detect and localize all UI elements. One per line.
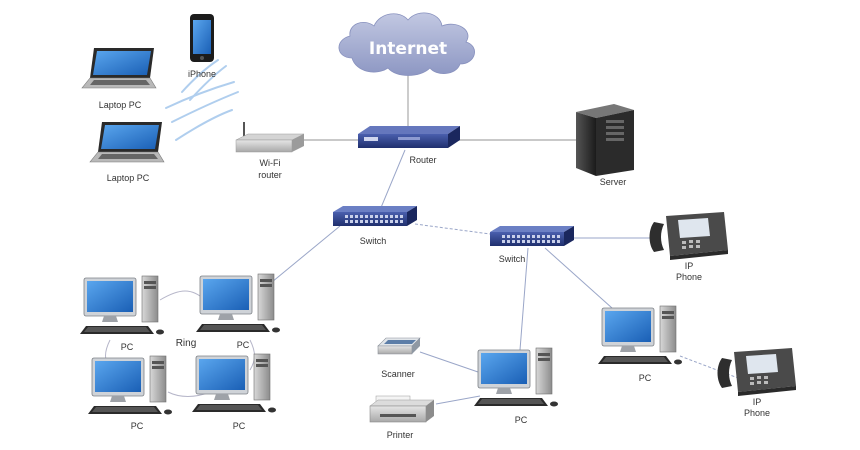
server	[576, 104, 634, 176]
internet-label: Internet	[369, 39, 447, 59]
desktop-pc-icon	[195, 273, 281, 333]
printer	[369, 395, 435, 423]
desktop-pc-icon	[79, 275, 165, 335]
scanner-label: Scanner	[381, 369, 415, 379]
pc-6-label: PC	[639, 373, 652, 383]
desktop-pc-icon	[473, 347, 559, 407]
ip-phone-1-label-line2: Phone	[676, 272, 702, 282]
link-switch1-switch2	[414, 223, 491, 235]
scanner	[377, 337, 421, 355]
scanner-icon	[377, 337, 421, 355]
ip-phone-1-label-line1: IP	[685, 261, 694, 271]
pc-4-label: PC	[233, 421, 246, 431]
iphone-label: iPhone	[188, 69, 216, 79]
ip-phone-1	[649, 212, 728, 260]
link-scanner-pc5	[419, 351, 479, 373]
router-label: Router	[409, 155, 436, 165]
router-icon	[358, 126, 460, 148]
laptop-icon	[81, 47, 157, 89]
laptop-icon	[89, 121, 165, 163]
printer-label: Printer	[387, 430, 414, 440]
switch-1	[333, 206, 417, 226]
pc-2	[195, 273, 281, 333]
server-icon	[576, 104, 634, 176]
switch-1-label: Switch	[360, 236, 387, 246]
wifi-router	[235, 122, 305, 153]
pc-3	[87, 355, 173, 415]
iphone	[190, 14, 214, 62]
link-switch2-pc6	[544, 247, 613, 309]
laptop-1-label: Laptop PC	[99, 100, 142, 110]
wireless-signal-icon	[165, 59, 239, 141]
pc-5-label: PC	[515, 415, 528, 425]
smartphone-icon	[190, 14, 214, 62]
switch-icon	[333, 206, 417, 226]
cloud-icon	[338, 12, 475, 76]
link-switch2-pc5	[519, 247, 529, 351]
ip-phone-icon	[717, 348, 796, 396]
server-label: Server	[600, 177, 627, 187]
pc-1	[79, 275, 165, 335]
ip-phone-2	[717, 348, 796, 396]
laptop-2	[89, 121, 165, 163]
laptop-1	[81, 47, 157, 89]
link-switch1-pc-ring	[271, 225, 341, 283]
link-router-switch1	[379, 149, 406, 211]
pc-5	[473, 347, 559, 407]
desktop-pc-icon	[597, 305, 683, 365]
desktop-pc-icon	[191, 353, 277, 413]
link-printer-pc5	[435, 395, 481, 405]
ip-phone-icon	[649, 212, 728, 260]
switch-2-label: Switch	[499, 254, 526, 264]
wifi-router-label-line2: router	[258, 170, 282, 180]
pc-1-label: PC	[121, 342, 134, 352]
switch-icon	[490, 226, 574, 246]
ip-phone-2-label-line1: IP	[753, 397, 762, 407]
ring-label: Ring	[176, 338, 197, 349]
wifi-router-label-line1: Wi-Fi	[260, 158, 281, 168]
desktop-pc-icon	[87, 355, 173, 415]
pc-2-label: PC	[237, 340, 250, 350]
wifi-router-icon	[235, 122, 305, 153]
pc-3-label: PC	[131, 421, 144, 431]
internet-cloud: Internet	[338, 12, 475, 76]
ip-phone-2-label-line2: Phone	[744, 408, 770, 418]
printer-icon	[369, 395, 435, 423]
switch-2	[490, 226, 574, 246]
laptop-2-label: Laptop PC	[107, 173, 150, 183]
router	[358, 126, 460, 148]
connections	[105, 72, 739, 405]
pc-4	[191, 353, 277, 413]
pc-6	[597, 305, 683, 365]
